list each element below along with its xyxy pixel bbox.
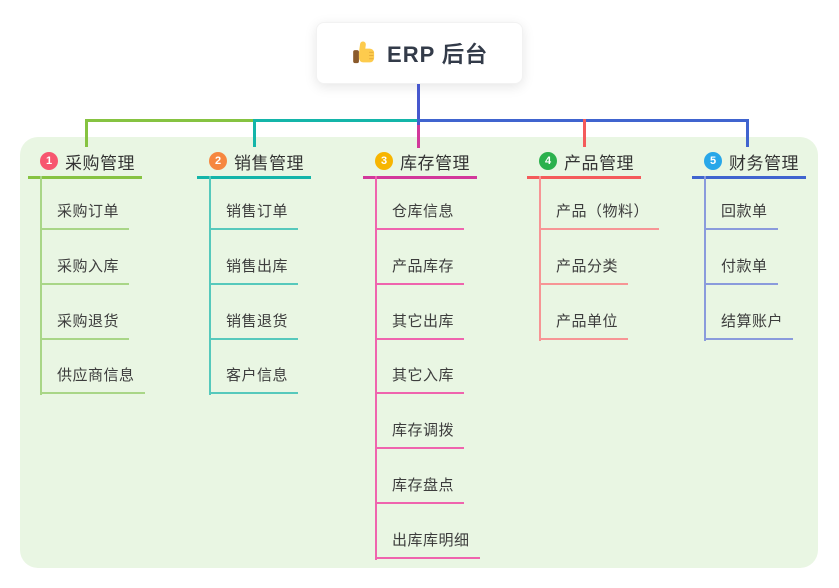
child-node[interactable]: 回款单 <box>704 200 778 230</box>
branch-drop-line <box>417 125 420 148</box>
child-node-label: 产品（物料） <box>556 203 650 220</box>
branch-title-label: 财务管理 <box>729 153 799 173</box>
child-node-label: 客户信息 <box>226 367 289 384</box>
bus-line-segment <box>253 119 417 122</box>
child-node[interactable]: 付款单 <box>704 255 778 285</box>
branch-title-underline <box>363 176 477 179</box>
child-node-label: 销售订单 <box>226 203 289 220</box>
branch-title-underline <box>197 176 311 179</box>
root-node-label: ERP 后台 <box>387 42 488 67</box>
child-node-label: 库存盘点 <box>392 477 455 494</box>
thumbs-up-icon <box>351 40 377 66</box>
child-node[interactable]: 结算账户 <box>704 310 794 340</box>
child-node[interactable]: 销售退货 <box>209 310 299 340</box>
child-node-label: 仓库信息 <box>392 203 455 220</box>
child-node-label: 出库库明细 <box>392 532 470 549</box>
child-node[interactable]: 产品分类 <box>539 255 629 285</box>
child-node-label: 供应商信息 <box>57 367 135 384</box>
root-node[interactable]: ERP 后台 <box>316 22 523 84</box>
child-node[interactable]: 库存盘点 <box>375 474 465 504</box>
branch-drop-line <box>253 119 256 147</box>
branch-title-node[interactable]: 3 库存管理 <box>363 147 477 175</box>
child-node[interactable]: 采购退货 <box>40 310 130 340</box>
child-node-label: 付款单 <box>721 258 768 275</box>
child-node-label: 销售出库 <box>226 258 289 275</box>
branch-title-node[interactable]: 5 财务管理 <box>692 147 806 175</box>
child-node-label: 库存调拨 <box>392 422 455 439</box>
branch-index-badge: 2 <box>209 152 227 170</box>
branch-spine-line <box>40 176 42 395</box>
bus-line-segment <box>85 119 256 122</box>
child-node-label: 结算账户 <box>721 313 784 330</box>
branch-title-label: 采购管理 <box>65 153 135 173</box>
branch-index-badge: 3 <box>375 152 393 170</box>
branch-drop-line <box>583 119 586 147</box>
child-node-label: 产品库存 <box>392 258 455 275</box>
child-node[interactable]: 仓库信息 <box>375 200 465 230</box>
child-node-label: 采购订单 <box>57 203 120 220</box>
child-node[interactable]: 客户信息 <box>209 364 299 394</box>
branch-title-label: 产品管理 <box>564 153 634 173</box>
branch-index-badge: 1 <box>40 152 58 170</box>
branch-title-underline <box>692 176 806 179</box>
child-node-label: 采购退货 <box>57 313 120 330</box>
child-node[interactable]: 采购入库 <box>40 255 130 285</box>
child-node[interactable]: 采购订单 <box>40 200 130 230</box>
branch-title-underline <box>28 176 142 179</box>
child-node-label: 其它出库 <box>392 313 455 330</box>
child-node-label: 回款单 <box>721 203 768 220</box>
child-node[interactable]: 其它出库 <box>375 310 465 340</box>
child-node[interactable]: 供应商信息 <box>40 364 145 394</box>
branch-title-underline <box>527 176 641 179</box>
child-node[interactable]: 库存调拨 <box>375 419 465 449</box>
branch-title-label: 销售管理 <box>234 153 304 173</box>
child-node-label: 其它入库 <box>392 367 455 384</box>
child-node-label: 产品单位 <box>556 313 619 330</box>
child-node-label: 采购入库 <box>57 258 120 275</box>
branch-index-badge: 4 <box>539 152 557 170</box>
branch-index-badge: 5 <box>704 152 722 170</box>
branch-spine-line <box>704 176 706 341</box>
child-node[interactable]: 其它入库 <box>375 364 465 394</box>
branch-title-label: 库存管理 <box>400 153 470 173</box>
branch-title-node[interactable]: 1 采购管理 <box>28 147 142 175</box>
child-node[interactable]: 销售订单 <box>209 200 299 230</box>
child-node-label: 产品分类 <box>556 258 619 275</box>
branch-spine-line <box>209 176 211 395</box>
child-node[interactable]: 产品库存 <box>375 255 465 285</box>
child-node[interactable]: 销售出库 <box>209 255 299 285</box>
branch-spine-line <box>375 176 377 560</box>
background-panel <box>20 137 818 568</box>
branch-title-node[interactable]: 2 销售管理 <box>197 147 311 175</box>
child-node[interactable]: 产品单位 <box>539 310 629 340</box>
branch-spine-line <box>539 176 541 341</box>
child-node[interactable]: 出库库明细 <box>375 529 480 559</box>
branch-drop-line <box>746 119 749 147</box>
root-trunk-line <box>417 84 420 125</box>
branch-drop-line <box>85 119 88 147</box>
child-node-label: 销售退货 <box>226 313 289 330</box>
branch-title-node[interactable]: 4 产品管理 <box>527 147 641 175</box>
child-node[interactable]: 产品（物料） <box>539 200 660 230</box>
